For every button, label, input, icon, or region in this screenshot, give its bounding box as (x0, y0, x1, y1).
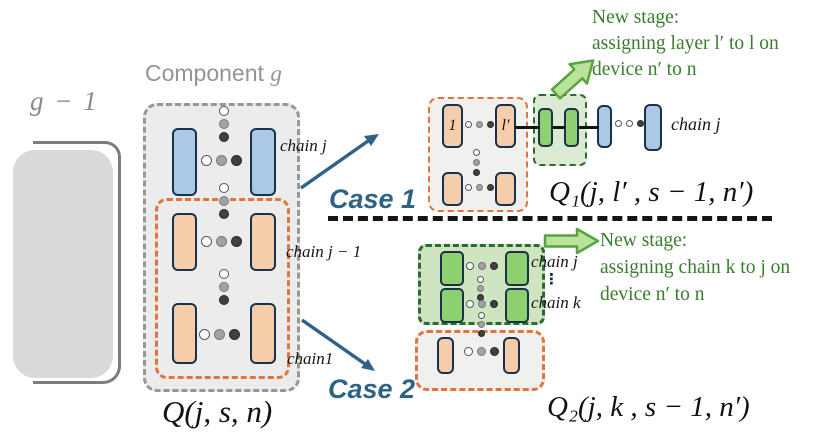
note-line: device n′ to n (600, 284, 705, 305)
layer-block-peach (503, 337, 520, 374)
ellipsis-dots-horizontal (464, 347, 499, 356)
layer-block-blue (597, 105, 612, 148)
case-divider-dashed-line (328, 216, 772, 221)
layer-block-green (538, 108, 553, 147)
ellipsis-dots-horizontal (201, 155, 242, 166)
case-2-new-stage-note: New stage: assigning chain k to j on dev… (600, 227, 790, 308)
note-line: New stage: (600, 230, 688, 251)
q2-formula: Q₂(j, k , s − 1, n′) (547, 391, 750, 423)
connector-line (515, 126, 540, 129)
layer-block-peach (172, 213, 197, 271)
ellipsis-dots-horizontal (466, 300, 498, 308)
layer-block-peach (250, 213, 276, 271)
chain-j-label: chain j (280, 136, 327, 155)
q1-formula: Q₁(j, l′ , s − 1, n′) (549, 176, 754, 208)
case2-chain-k-label: chain k (531, 293, 581, 312)
component-title-text: Component (145, 60, 271, 86)
layer-block-blue (172, 128, 197, 196)
layer-block-green (440, 251, 464, 286)
connector-line (552, 126, 565, 129)
q-formula: Q(j, s, n) (162, 394, 273, 429)
ellipsis-dots-horizontal (615, 120, 644, 127)
ellipsis-dots-vertical (219, 106, 229, 142)
layer-block-green (505, 288, 529, 323)
ellipsis-dots-vertical (477, 276, 484, 301)
layer-block-peach (250, 303, 276, 364)
first-layer-text: 1 (448, 117, 457, 134)
note-line: assigning chain k to j on (600, 257, 791, 278)
layer-block-peach (495, 172, 516, 206)
ellipsis-dots-vertical (473, 149, 480, 176)
ellipsis-dots-horizontal (466, 262, 498, 270)
case2-chain-j-label: chain j (531, 252, 578, 271)
layer-block-green (564, 108, 579, 147)
layer-block-green (440, 288, 464, 323)
ellipsis-dots-vertical (478, 312, 485, 337)
l-prime-text: l′ (501, 117, 510, 134)
chain-1-label: chain1 (287, 349, 334, 368)
layer-block-blue (644, 104, 662, 151)
layer-block-peach (442, 172, 463, 206)
layer-block-peach (172, 303, 197, 364)
case1-chain-j-label: chain j (671, 114, 721, 134)
connector-line (578, 126, 599, 129)
component-g-minus-1-card (13, 150, 113, 378)
chain-j-minus-1-label: chain j − 1 (286, 242, 362, 261)
layer-block-blue (250, 128, 276, 196)
layer-block-peach (437, 337, 454, 374)
stack-bracket-shape (33, 141, 121, 384)
ellipsis-dots-horizontal (199, 329, 240, 340)
component-title-var: g (270, 61, 282, 86)
ellipsis-dots-horizontal (201, 236, 242, 247)
layer-block-first: 1 (442, 104, 463, 148)
ellipsis-dots-horizontal (465, 184, 494, 191)
note-line: device n′ to n (592, 59, 697, 80)
ellipsis-dots-vertical (219, 269, 229, 305)
chain-ellipsis-label: ⋮ (544, 270, 559, 288)
ellipsis-dots-vertical (219, 183, 229, 219)
case2-subproblem-orange-box (415, 330, 545, 391)
case-1-label: Case 1 (329, 184, 417, 214)
layer-block-green (505, 251, 529, 286)
case2-new-stage-arrow (543, 227, 600, 255)
layer-block-l-prime: l′ (495, 104, 516, 148)
case-1-new-stage-note: New stage: assigning layer l′ to l on de… (592, 5, 779, 83)
component-title: Component g (145, 60, 282, 87)
note-line: assigning layer l′ to l on (592, 33, 779, 54)
ellipsis-dots-horizontal (465, 121, 494, 128)
case-2-label: Case 2 (328, 374, 416, 404)
note-line: New stage: (592, 7, 680, 28)
g-minus-1-label: g − 1 (30, 86, 99, 116)
